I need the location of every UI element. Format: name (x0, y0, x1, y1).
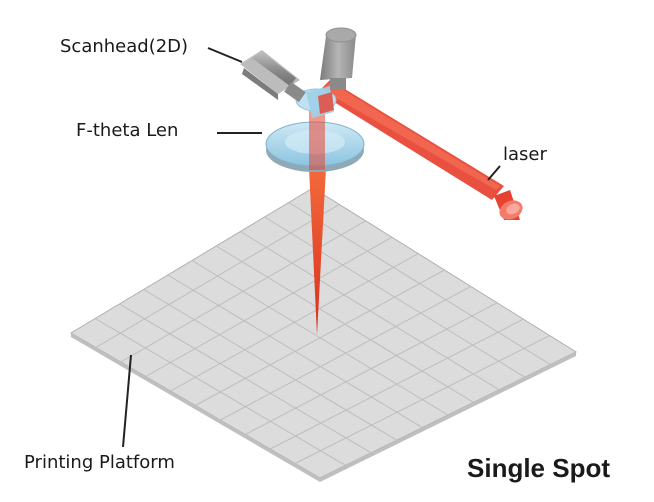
grid-line (191, 260, 449, 416)
laser-beam-highlight (322, 82, 500, 190)
printing-platform-label: Printing Platform (24, 452, 175, 473)
grid-line (119, 303, 372, 454)
scanhead-label: Scanhead(2D) (60, 36, 189, 57)
galvo-motor-horizontal (240, 50, 306, 103)
scanhead-mirrors (295, 86, 337, 118)
grid-line (167, 274, 423, 429)
galvo-motor-vertical (320, 27, 357, 90)
grid-line (94, 318, 346, 466)
laser-source (494, 190, 523, 220)
grid-line (220, 285, 472, 421)
grid-line (245, 302, 498, 435)
beam-through-lens (309, 108, 325, 170)
platform-grid (94, 202, 551, 466)
grid-line (143, 289, 398, 441)
platform-leader (122, 354, 132, 448)
focused-beam (309, 168, 326, 335)
mode-title: Single Spot (467, 453, 610, 483)
f-theta-lens-label: F-theta Len (76, 120, 179, 141)
laser-leader (487, 165, 501, 181)
scanhead-leader (207, 47, 243, 63)
grid-line (294, 335, 550, 464)
grid-line (269, 318, 524, 450)
laser-label: laser (503, 144, 547, 165)
